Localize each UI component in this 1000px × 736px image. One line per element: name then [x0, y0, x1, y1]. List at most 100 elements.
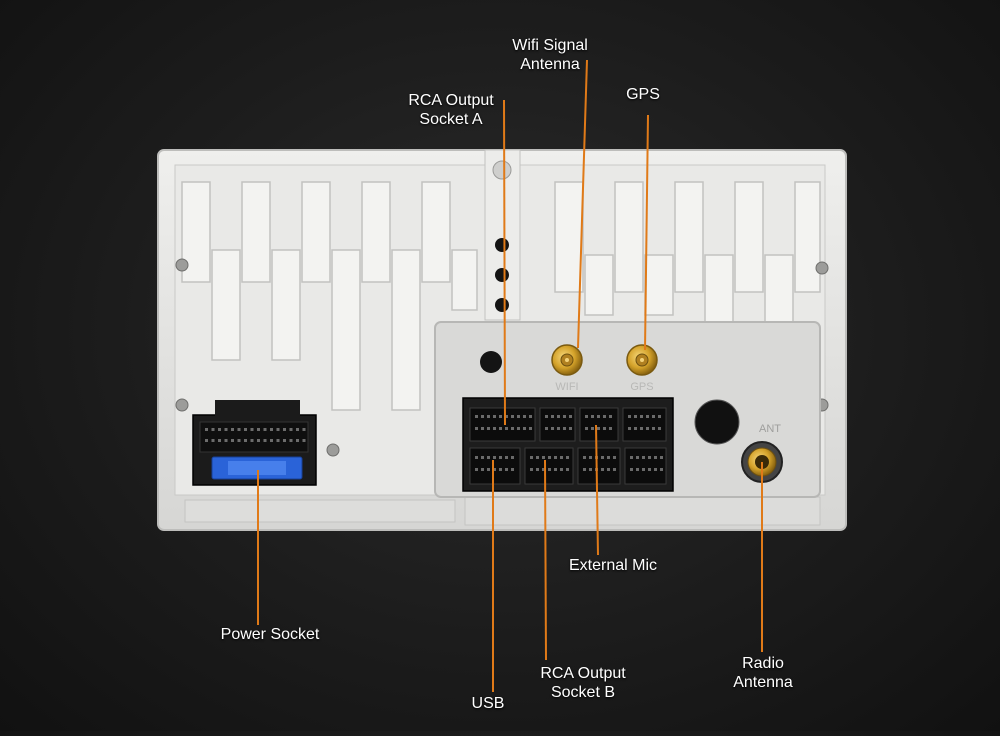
connector-pin — [517, 427, 520, 430]
label-radio-antenna: Radio Antenna — [733, 655, 793, 691]
connector-pin — [244, 428, 247, 431]
connector-pin — [630, 468, 633, 471]
connector-pin — [505, 415, 508, 418]
connector-pin — [652, 415, 655, 418]
connector-pin — [585, 415, 588, 418]
connector-pin — [263, 439, 267, 442]
connector-pin — [523, 415, 526, 418]
label-wifi-antenna: Wifi Signal Antenna — [512, 37, 588, 73]
connector-pin — [302, 439, 306, 442]
connector-pin — [603, 427, 606, 430]
connector-pin — [493, 468, 496, 471]
connector-pin — [636, 468, 639, 471]
connector-pin — [589, 468, 592, 471]
connector-pin — [283, 439, 286, 442]
connector-pin — [648, 468, 651, 471]
connector-pin — [557, 427, 560, 430]
connector-pin — [642, 468, 645, 471]
connector-pin — [257, 428, 260, 431]
connector-pin — [224, 439, 228, 442]
connector-pin — [554, 456, 557, 459]
connector-pin — [585, 427, 588, 430]
connector-pin — [289, 428, 293, 431]
label-usb: USB — [471, 695, 505, 712]
connector-pin — [658, 427, 661, 430]
label-power-socket: Power Socket — [220, 626, 320, 643]
connector-pin — [475, 427, 478, 430]
connector-pin — [523, 427, 526, 430]
connector-pin — [613, 456, 616, 459]
connector-pin — [487, 415, 490, 418]
connector-pin — [218, 439, 221, 442]
gps-marking: GPS — [630, 381, 653, 393]
centre-rib — [484, 149, 521, 321]
leader-gps — [644, 114, 649, 351]
connector-pin — [660, 468, 663, 471]
connector-pin — [481, 468, 484, 471]
connector-pin — [296, 439, 299, 442]
connector-pin — [642, 456, 645, 459]
connector-pin — [505, 427, 508, 430]
connector-pin — [591, 415, 594, 418]
connector-pin — [499, 427, 502, 430]
connector-pin — [529, 415, 532, 418]
connector-pin — [517, 415, 520, 418]
connector-pin — [218, 428, 221, 431]
connector-pin — [563, 427, 566, 430]
connector-pin — [536, 468, 539, 471]
connector-pin — [634, 415, 637, 418]
connector-pin — [607, 456, 610, 459]
connector-pin — [499, 468, 502, 471]
connector-pin — [487, 456, 490, 459]
label-rca-output-b: RCA Output Socket B — [540, 665, 626, 701]
connector-pin — [283, 428, 286, 431]
label-external-mic: External Mic — [568, 557, 658, 574]
connector-pin — [648, 456, 651, 459]
label-gps: GPS — [626, 86, 660, 103]
connector-pin — [205, 428, 208, 431]
connector-pin — [481, 456, 484, 459]
connector-pin — [646, 415, 649, 418]
connector-pin — [613, 468, 616, 471]
connector-pin — [499, 456, 502, 459]
connector-pin — [493, 427, 496, 430]
connector-pin — [542, 456, 545, 459]
connector-pin — [548, 468, 551, 471]
connector-pin — [545, 427, 548, 430]
gps-antenna-connector — [626, 344, 658, 376]
wifi-marking: WIFI — [555, 381, 578, 393]
connector-pin — [654, 456, 657, 459]
connector-pin — [583, 468, 586, 471]
connector-pin — [475, 456, 478, 459]
connector-pin — [597, 415, 600, 418]
connector-pin — [231, 428, 234, 431]
connector-pin — [270, 439, 273, 442]
connector-pin — [276, 439, 280, 442]
cooling-fins-left — [181, 181, 478, 411]
connector-pin — [609, 415, 612, 418]
connector-pin — [475, 468, 478, 471]
connector-pin — [646, 427, 649, 430]
connector-pin — [628, 427, 631, 430]
connector-pin — [566, 456, 569, 459]
connector-pin — [658, 415, 661, 418]
multi-connector-block — [462, 397, 674, 492]
connector-pin — [640, 427, 643, 430]
connector-pin — [628, 415, 631, 418]
connector-pin — [511, 415, 514, 418]
connector-pin — [583, 456, 586, 459]
connector-pin — [652, 427, 655, 430]
connector-pin — [250, 428, 254, 431]
connector-pin — [630, 456, 633, 459]
connector-pin — [205, 439, 208, 442]
connector-pin — [560, 468, 563, 471]
connector-pin — [257, 439, 260, 442]
connector-pin — [224, 428, 228, 431]
connector-pin — [560, 456, 563, 459]
connector-pin — [660, 456, 663, 459]
connector-pin — [511, 468, 514, 471]
connector-pin — [250, 439, 254, 442]
connector-pin — [487, 468, 490, 471]
round-port — [694, 399, 740, 445]
